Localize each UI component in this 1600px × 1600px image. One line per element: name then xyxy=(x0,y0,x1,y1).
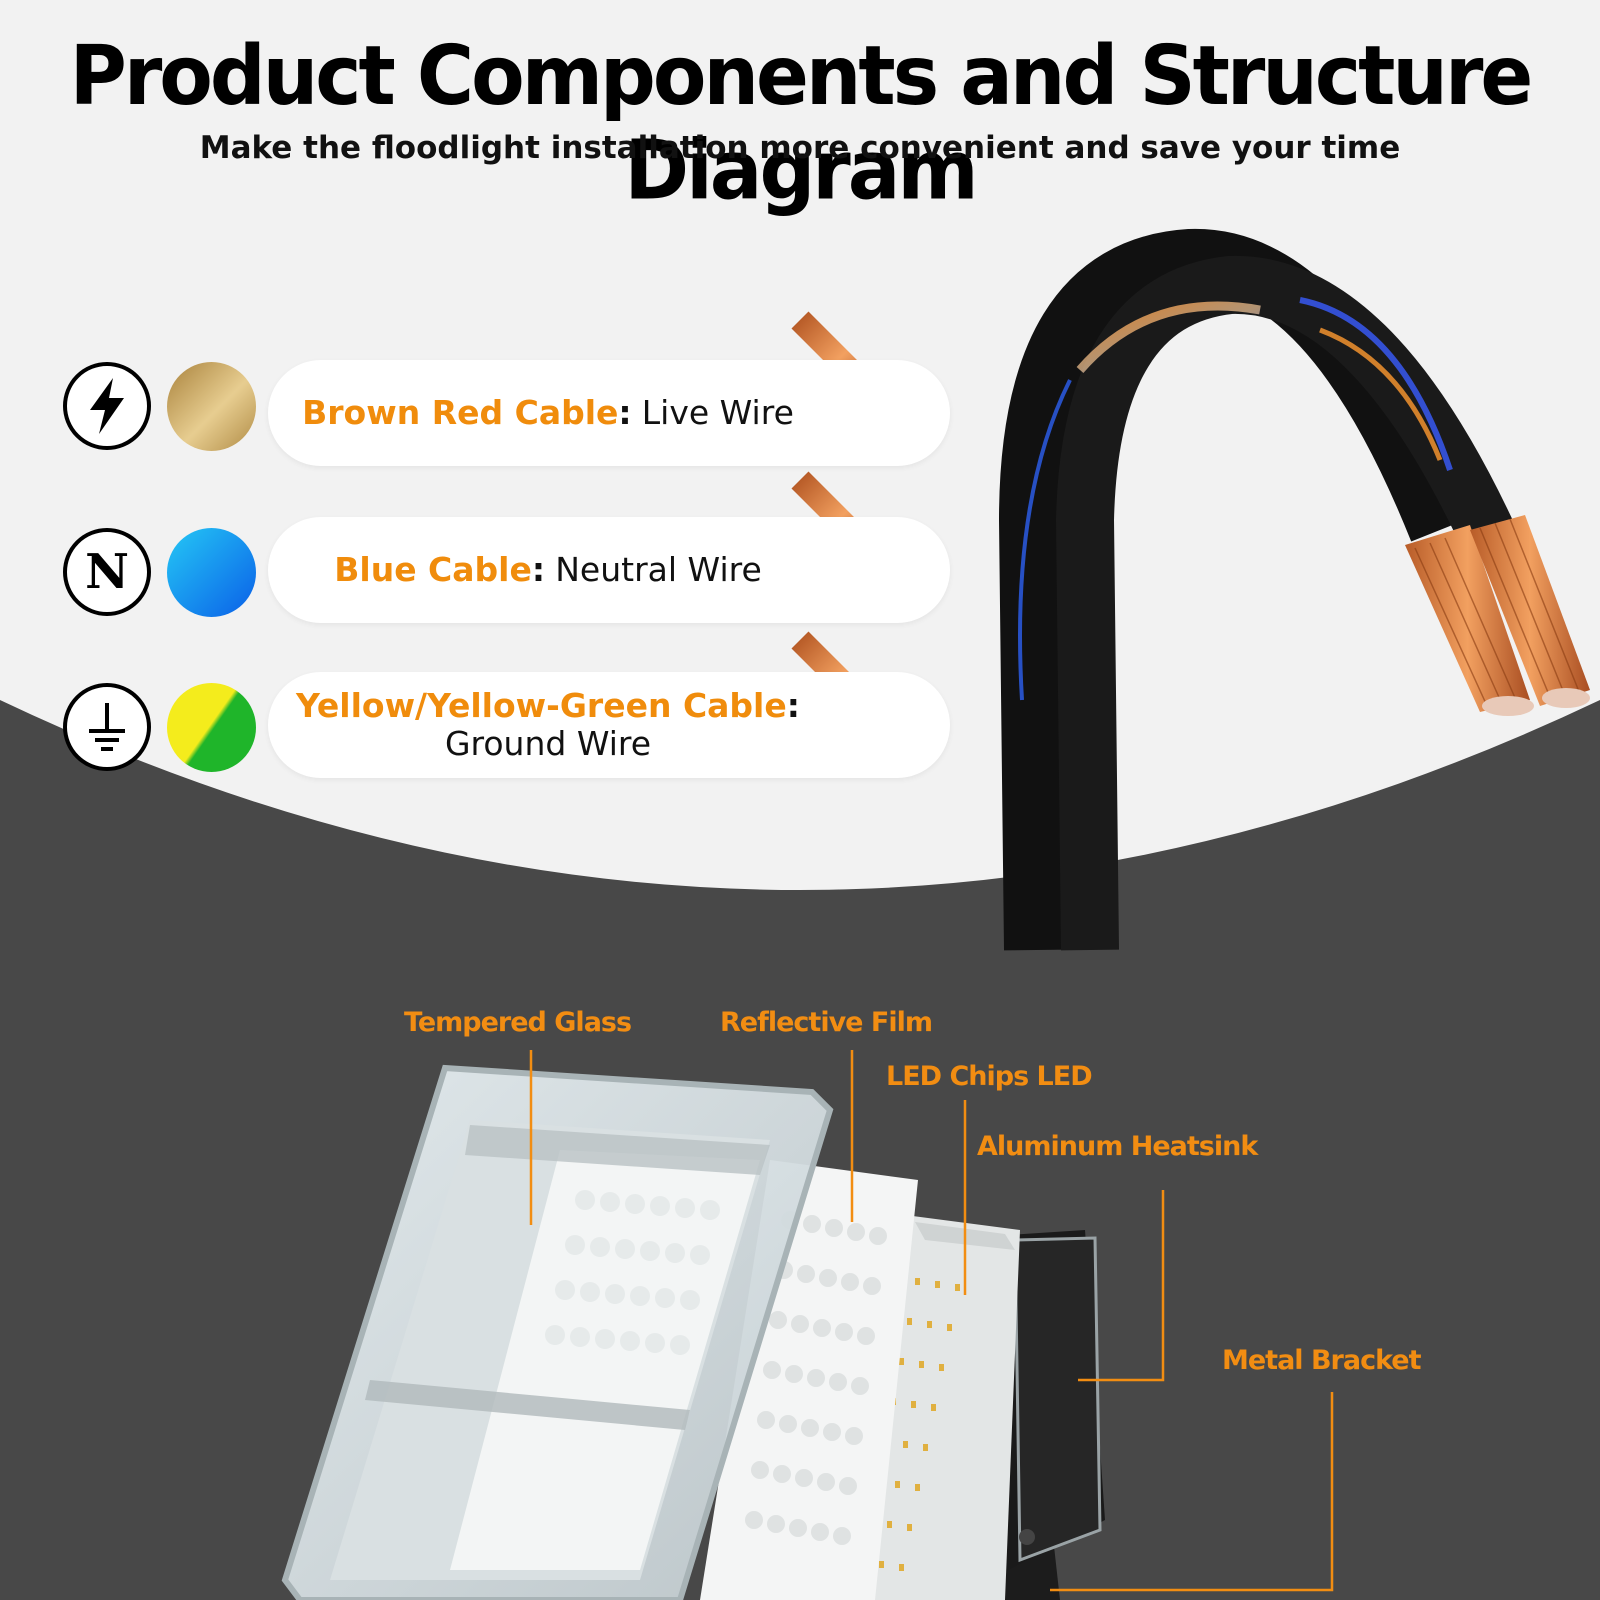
ground-icon xyxy=(89,703,125,751)
cable-name: Blue Cable xyxy=(334,550,532,590)
glass-lens-cups xyxy=(545,1190,720,1355)
cable-legend-ground: Yellow/Yellow-Green Cable: Ground Wire xyxy=(268,672,950,778)
neutral-color-swatch xyxy=(167,528,256,617)
cable-legend-line: Yellow/Yellow-Green Cable: xyxy=(296,687,800,725)
cable-name: Brown Red Cable xyxy=(302,393,619,433)
lightning-bolt-icon xyxy=(90,378,124,434)
label-tempered-glass: Tempered Glass xyxy=(404,1007,632,1038)
cable-separator: : xyxy=(531,550,546,590)
cable-name: Yellow/Yellow-Green Cable xyxy=(296,686,787,726)
floodlight-illustration xyxy=(281,1064,1105,1600)
cable-illustration xyxy=(998,228,1590,951)
ground-symbol xyxy=(63,683,151,771)
wire-role: Neutral Wire xyxy=(555,550,762,590)
cable-separator: : xyxy=(786,686,800,726)
component-leader-lines xyxy=(529,1050,1334,1592)
cable-separator: : xyxy=(618,393,632,433)
cable-legend-line: Ground Wire xyxy=(445,725,651,763)
neutral-symbol: N xyxy=(63,528,151,616)
ground-color-swatch xyxy=(167,683,256,772)
page-title: Product Components and Structure Diagram xyxy=(69,29,1534,219)
cable-legend-line: Blue Cable: Neutral Wire xyxy=(334,551,762,589)
label-reflective-film: Reflective Film xyxy=(720,1007,933,1038)
label-metal-bracket: Metal Bracket xyxy=(1222,1345,1422,1376)
cable-legend-neutral: Blue Cable: Neutral Wire xyxy=(268,517,950,623)
cable-legend-live: Brown Red Cable: Live Wire xyxy=(268,360,950,466)
cable-legend-line: Brown Red Cable: Live Wire xyxy=(302,394,794,432)
wire-role: Live Wire xyxy=(641,393,794,433)
neutral-n-icon: N xyxy=(85,544,129,600)
live-symbol xyxy=(63,362,151,450)
label-led-chips: LED Chips LED xyxy=(886,1061,1093,1092)
cable-legend-text: Yellow/Yellow-Green Cable: Ground Wire xyxy=(268,672,828,778)
live-color-swatch xyxy=(167,362,256,451)
cable-legend-text: Brown Red Cable: Live Wire xyxy=(268,360,828,466)
cable-legend-text: Blue Cable: Neutral Wire xyxy=(268,517,828,623)
wire-role: Ground Wire xyxy=(444,724,652,763)
page-subtitle: Make the floodlight installation more co… xyxy=(199,130,1401,166)
label-aluminum-heatsink: Aluminum Heatsink xyxy=(977,1131,1258,1162)
